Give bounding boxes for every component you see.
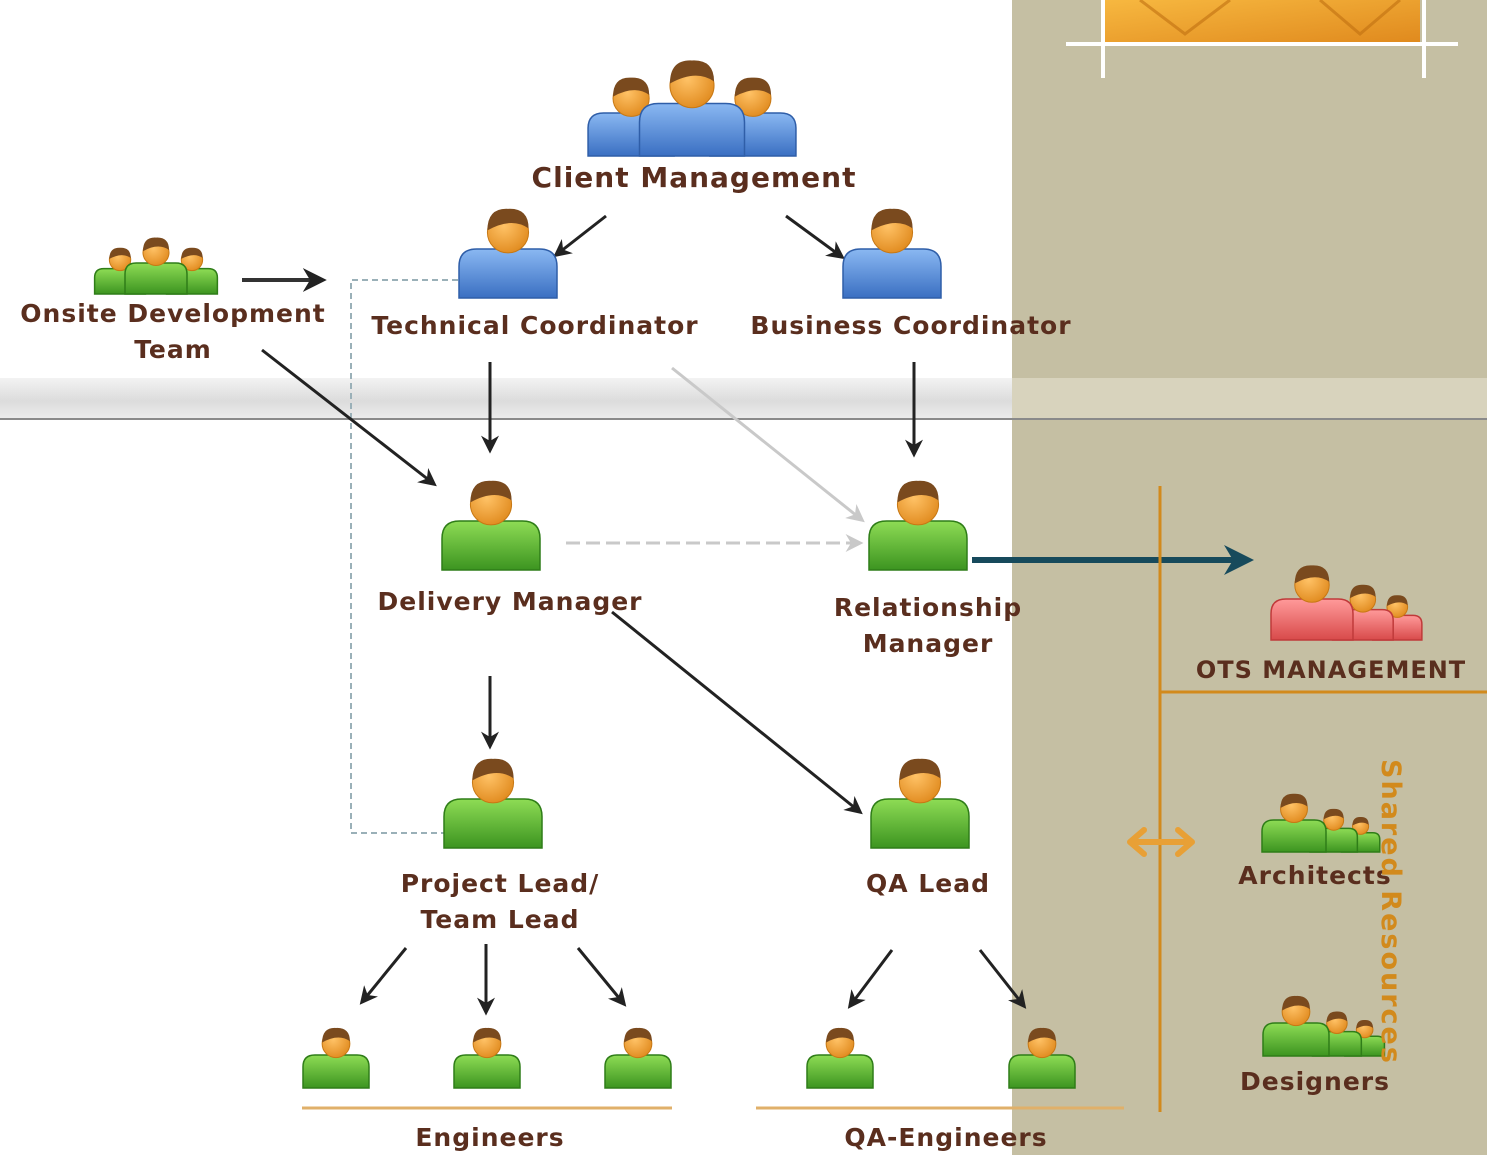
designers-label: Designers	[1239, 1067, 1390, 1096]
divider-band	[0, 378, 1012, 420]
client-management-label: Client Management	[531, 161, 857, 194]
arrow-client-to-technical	[553, 214, 607, 258]
delivery-manager-icon	[441, 480, 541, 571]
engineer-icon-1	[302, 1027, 370, 1089]
divider-band-panel	[1012, 378, 1487, 420]
relationship-manager-icon	[868, 480, 968, 571]
business-coordinator-label: Business Coordinator	[750, 311, 1072, 340]
ots-management-label: OTS MANAGEMENT	[1195, 656, 1467, 684]
arrow-qa-to-engineer-2	[978, 949, 1027, 1009]
client-management-icon	[587, 60, 797, 157]
qa-engineer-icon-1	[806, 1027, 874, 1089]
arrow-lead-to-engineer-1	[359, 947, 408, 1005]
relationship-manager-label-line2: Manager	[862, 629, 994, 658]
shared-resources-label: Shared Resources	[1375, 759, 1406, 1065]
right-panel-background	[1012, 0, 1487, 1155]
project-lead-label-line1: Project Lead/	[400, 869, 600, 898]
ots-management-icon	[1270, 565, 1423, 641]
relationship-manager-label-line1: Relationship	[833, 593, 1023, 622]
project-lead-label-line2: Team Lead	[420, 905, 580, 934]
double-arrow-icon	[1127, 827, 1195, 857]
technical-coordinator-icon	[458, 208, 558, 299]
engineer-icon-3	[604, 1027, 672, 1089]
project-lead-icon	[443, 758, 543, 849]
arrow-technical-to-relationship-light	[671, 366, 865, 523]
designers-icon	[1262, 995, 1386, 1057]
architects-label: Architects	[1238, 861, 1392, 890]
onsite-team-label-line2: Team	[134, 335, 212, 364]
arrow-delivery-to-qa-lead	[611, 610, 863, 815]
arrow-client-to-business	[785, 214, 845, 260]
engineer-icon-2	[453, 1027, 521, 1089]
arrow-onsite-to-delivery	[261, 348, 437, 487]
delivery-manager-label: Delivery Manager	[377, 587, 643, 616]
engineers-label: Engineers	[415, 1123, 565, 1152]
qa-lead-icon	[870, 758, 970, 849]
arrow-qa-to-engineer-1	[847, 949, 894, 1009]
technical-coordinator-label: Technical Coordinator	[371, 311, 699, 340]
dashed-connector	[350, 279, 458, 834]
architects-icon	[1261, 793, 1381, 853]
qa-engineer-icon-2	[1008, 1027, 1076, 1089]
qa-engineers-label: QA-Engineers	[844, 1123, 1048, 1152]
onsite-team-icon	[93, 237, 219, 295]
arrow-lead-to-engineer-3	[576, 947, 627, 1007]
logo-icon	[1066, 0, 1458, 78]
qa-lead-label: QA Lead	[866, 869, 990, 898]
business-coordinator-icon	[842, 208, 942, 299]
onsite-team-label-line1: Onsite Development	[20, 299, 326, 328]
